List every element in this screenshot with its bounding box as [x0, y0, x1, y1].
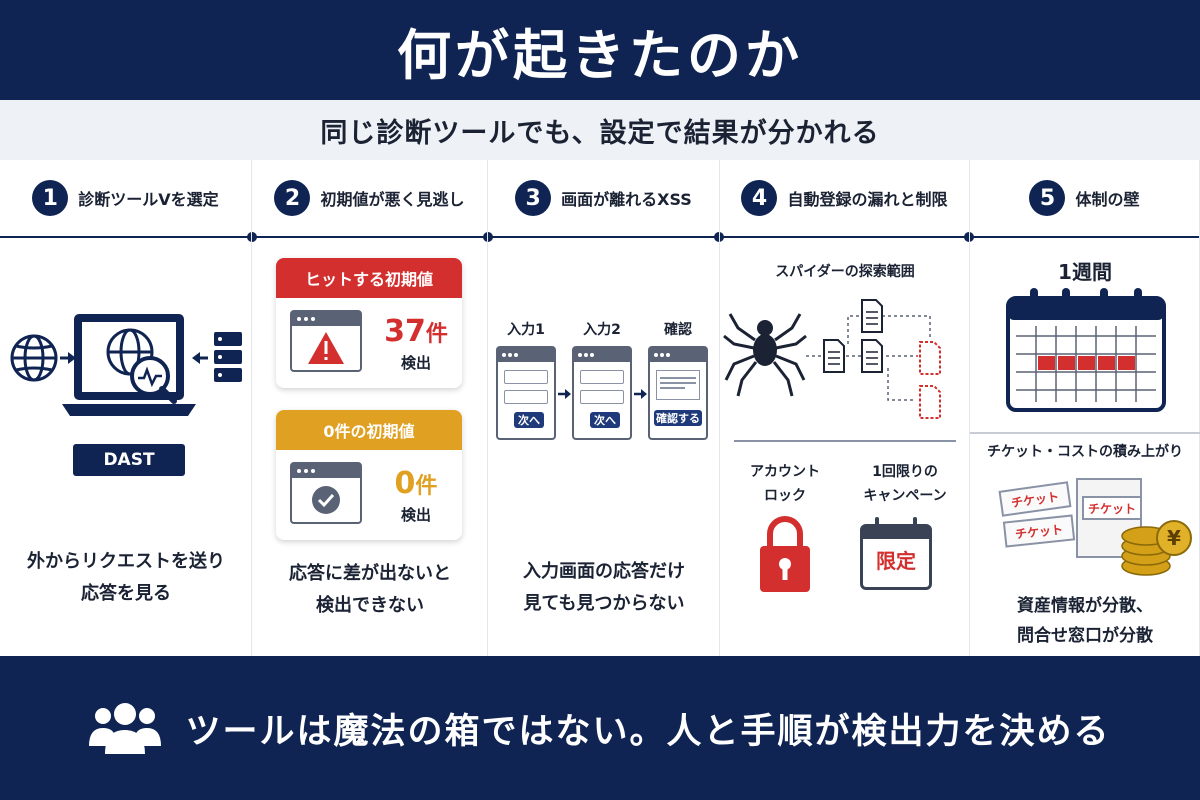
- next-button[interactable]: 次へ: [514, 412, 544, 428]
- server-icon: [214, 332, 242, 382]
- arrow-right-icon: [558, 389, 571, 399]
- lock-label: アカウント: [750, 464, 820, 480]
- spider-scope-diagram: [723, 299, 941, 419]
- confirm-screen: 確認する: [648, 346, 708, 440]
- step-title: 自動登録の漏れと制限: [787, 190, 948, 209]
- period-label: 1週間: [1058, 260, 1112, 284]
- page-subtitle: 同じ診断ツールでも、設定で結果が分かれる: [320, 117, 880, 149]
- subtitle-band: 同じ診断ツールでも、設定で結果が分かれる: [0, 100, 1200, 160]
- missed-document-icon: [919, 341, 941, 419]
- divider: [734, 440, 956, 442]
- step-number: 1: [32, 180, 69, 216]
- lock-label: ロック: [764, 488, 806, 504]
- card-header: ヒットする初期値: [276, 258, 462, 298]
- step-column-3: 3 画面が離れるXSS 入力1 入力2 確認 次へ 次へ 確認する 入力画面の応…: [488, 160, 720, 656]
- browser-window-icon: [290, 462, 362, 524]
- campaign-label: キャンペーン: [863, 488, 947, 504]
- title-banner: 何が起きたのか: [0, 0, 1200, 100]
- step-heading-3: 3 画面が離れるXSS: [488, 160, 719, 236]
- caption-line: 応答を見る: [81, 583, 171, 604]
- caption-line: 外からリクエストを送り: [27, 551, 225, 572]
- yen-coin: ¥: [1156, 520, 1192, 556]
- step-heading-4: 4 自動登録の漏れと制限: [720, 160, 969, 236]
- timeline-rule: [0, 236, 1200, 238]
- check-circle-icon: [312, 486, 340, 514]
- limited-badge: 限定: [876, 549, 916, 573]
- screen-label: 入力1: [507, 322, 545, 338]
- timeline-dot: [483, 232, 493, 242]
- step-number: 3: [515, 180, 552, 216]
- ticket-cost-title: チケット・コストの積み上がり: [987, 444, 1183, 460]
- magnifier-icon: [130, 356, 177, 404]
- step-heading-5: 5 体制の壁: [970, 160, 1199, 236]
- step-title: 体制の壁: [1075, 190, 1140, 209]
- divider: [970, 432, 1200, 434]
- step-title: 初期値が悪く見逃し: [320, 190, 465, 209]
- campaign-label: 1回限りの: [872, 464, 938, 480]
- caption-line: 問合せ窓口が分散: [1017, 626, 1153, 646]
- conclusion-text: ツールは魔法の箱ではない。人と手順が検出力を決める: [185, 711, 1111, 752]
- web-globe-icon: [106, 328, 154, 376]
- step-number: 2: [274, 180, 311, 216]
- detect-label: 検出: [400, 506, 431, 524]
- zero-settings-card: 0件の初期値 0件 検出: [276, 410, 462, 540]
- step-number: 5: [1029, 180, 1066, 216]
- screen-label: 入力2: [583, 322, 621, 338]
- spider-icon: [723, 313, 807, 397]
- lock-icon: [760, 516, 810, 592]
- conclusion-banner: ツールは魔法の箱ではない。人と手順が検出力を決める: [0, 656, 1200, 800]
- detect-label: 検出: [400, 354, 431, 372]
- warning-icon: [308, 332, 344, 364]
- limited-calendar-icon: 限定: [860, 517, 932, 590]
- step-heading-1: 1 診断ツールVを選定: [0, 160, 251, 236]
- zero-count: 0件: [394, 466, 438, 501]
- step-heading-2: 2 初期値が悪く見逃し: [252, 160, 487, 236]
- spider-scope-title: スパイダーの探索範囲: [775, 264, 915, 280]
- page-title: 何が起きたのか: [397, 23, 803, 87]
- timeline-dot: [247, 232, 257, 242]
- card-header: 0件の初期値: [276, 410, 462, 450]
- hit-settings-card: ヒットする初期値 37件 検出: [276, 258, 462, 388]
- document-icon: [823, 299, 883, 373]
- caption-line: 見ても見つからない: [523, 593, 685, 614]
- ticket: チケット: [998, 481, 1072, 517]
- browser-window-icon: [290, 310, 362, 372]
- ticket: チケット: [1002, 514, 1076, 548]
- input-screen-2: 次へ: [572, 346, 632, 440]
- arrow-right-icon: [634, 389, 647, 399]
- calendar-icon: [1006, 288, 1166, 412]
- caption-line: 入力画面の応答だけ: [523, 561, 685, 582]
- hit-count: 37件: [384, 314, 448, 349]
- caption-line: 資産情報が分散、: [1017, 596, 1153, 616]
- step-column-4: 4 自動登録の漏れと制限 スパイダーの探索範囲: [720, 160, 970, 656]
- step-column-1: 1 診断ツールVを選定: [0, 160, 252, 656]
- globe-icon: [10, 334, 58, 382]
- next-button[interactable]: 次へ: [590, 412, 620, 428]
- ticket-stack: チケット チケット チケット ¥: [990, 478, 1192, 578]
- caption-line: 応答に差が出ないと: [289, 563, 451, 584]
- step-title: 診断ツールVを選定: [78, 190, 219, 209]
- step-column-5: 5 体制の壁 1週間 チケット・コストの積み上がり チケット チケット チケット: [970, 160, 1200, 656]
- screen-label: 確認: [664, 322, 692, 338]
- dast-badge: DAST: [73, 444, 185, 476]
- step-number: 4: [741, 180, 778, 216]
- input-screen-1: 次へ: [496, 346, 556, 440]
- step-title: 画面が離れるXSS: [561, 190, 692, 209]
- step-column-2: 2 初期値が悪く見逃し ヒットする初期値 37件 検出 0件の初期値 0件: [252, 160, 488, 656]
- ticket: チケット: [1082, 496, 1142, 520]
- dast-illustration: [10, 314, 242, 416]
- confirm-button[interactable]: 確認する: [654, 410, 702, 426]
- people-icon: [89, 703, 162, 754]
- caption-line: 検出できない: [316, 595, 424, 616]
